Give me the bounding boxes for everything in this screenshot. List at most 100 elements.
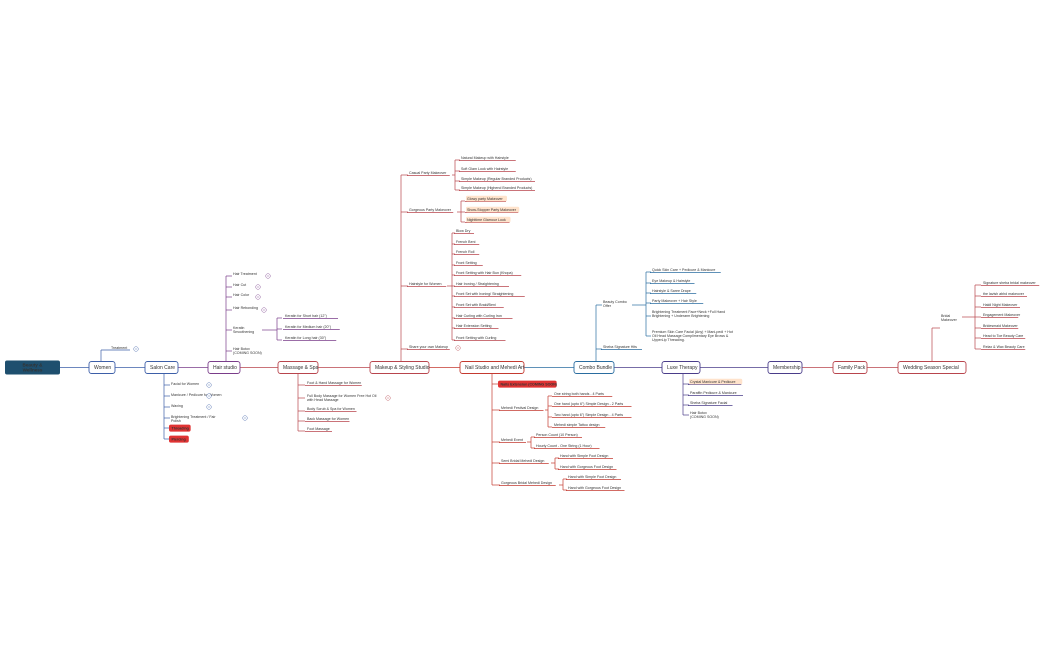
makeup-group-2[interactable]: Hairstyle for Women <box>409 282 442 286</box>
hairstyle-item-9[interactable]: Hair Extension Setting <box>456 324 492 328</box>
keratin-item-0[interactable]: Keratin for Short hair (12") <box>285 314 327 318</box>
festival-item-3[interactable]: Mehedi simple Tattoo design <box>554 423 599 427</box>
expand-icon[interactable] <box>206 382 212 388</box>
salon-item-4[interactable]: Threading <box>169 424 191 432</box>
bridal-item-3-label: Engagement Makeover <box>983 313 1021 317</box>
combo-group-1[interactable]: Sheba Signature Hits <box>603 345 637 349</box>
bridal-item-0[interactable]: Signature sheba bridal makeover <box>983 281 1037 285</box>
expand-icon[interactable] <box>255 284 261 290</box>
node-membership[interactable]: Membership <box>767 361 803 374</box>
bridal-item-3[interactable]: Engagement Makeover <box>983 313 1021 317</box>
node-salon[interactable]: Salon Care <box>144 361 179 374</box>
combo-item-1[interactable]: Eye Makeup & Hairstyle <box>652 279 690 283</box>
hairstyle-item-10-label: Front Setting with Curling <box>456 336 496 340</box>
nail-group-1[interactable]: Mehedi Event <box>501 438 523 442</box>
spa-item-0-label: Foot & Hand Massage for Women <box>307 381 361 385</box>
gorgeous-item-1[interactable]: Show-Stopper Party Makeover <box>466 206 520 213</box>
festival-item-2[interactable]: Two hand (upto 6") Simple Design - 4 Par… <box>554 413 623 417</box>
expand-icon[interactable] <box>385 395 391 401</box>
hairstyle-item-2[interactable]: French Roll <box>456 250 475 254</box>
node-women[interactable]: Women <box>88 361 116 374</box>
casual-item-0[interactable]: Natural Makeup with Hairstyle <box>461 156 509 160</box>
keratin-item-2[interactable]: Keratin for Long hair (30") <box>285 336 326 340</box>
event-item-1[interactable]: Hourly Count - One String (1 Hour) <box>536 444 592 448</box>
spa-item-2[interactable]: Body Scrub & Spa for Women <box>307 407 355 411</box>
hairstyle-item-0[interactable]: Blow Dry <box>456 229 471 233</box>
luxe-item-0[interactable]: Crystal Manicure & Pedicure <box>689 378 743 385</box>
bridal-item-6[interactable]: Relax & Wax Beauty Care <box>983 345 1025 349</box>
bridal-item-2[interactable]: Haldi Night Makeover <box>983 303 1018 307</box>
keratin-item-2-label: Keratin for Long hair (30") <box>285 336 326 340</box>
gorgeous-item-2[interactable]: Nighttime Glamour Look <box>466 216 511 223</box>
bridal-item-5-label: Head to Toe Beauty Care <box>983 334 1023 338</box>
hairstyle-item-7[interactable]: Front Set with Braid/Beni <box>456 303 496 307</box>
node-luxe[interactable]: Luxe Therapy <box>661 361 701 374</box>
root-node[interactable]: Beauty &Wellness <box>5 360 60 375</box>
hairstyle-item-3[interactable]: Front Setting <box>456 261 477 265</box>
node-makeup[interactable]: Makeup & Styling Studio <box>369 361 430 374</box>
hairstyle-item-5[interactable]: Hair Ironing / Straightening <box>456 282 499 286</box>
makeup-group-1[interactable]: Gorgeous Party Makeover <box>409 208 452 212</box>
nail-group-0[interactable]: Mehedi Festival Design <box>501 406 538 410</box>
semi-item-1[interactable]: Hand with Gorgeous Foot Design <box>560 465 613 469</box>
casual-item-3[interactable]: Simple Makeup (Highend Branded Products) <box>461 186 532 190</box>
festival-item-1[interactable]: One hand (upto 6") Simple Design - 2 Par… <box>554 402 623 406</box>
hairstyle-item-10[interactable]: Front Setting with Curling <box>456 336 496 340</box>
node-membership-label: Membership <box>773 365 801 371</box>
luxe-item-2[interactable]: Sheba Signature Facial <box>690 401 728 405</box>
expand-icon[interactable] <box>133 346 139 352</box>
node-hair-studio[interactable]: Hair studio <box>207 361 241 374</box>
node-massage[interactable]: Massage & Spa <box>277 361 319 374</box>
expand-icon[interactable] <box>206 404 212 410</box>
festival-item-3-label: Mehedi simple Tattoo design <box>554 423 599 427</box>
makeup-group-3[interactable]: Share your own Makeup <box>409 345 448 349</box>
expand-icon[interactable] <box>242 415 248 421</box>
nail-group-3[interactable]: Gorgeous Bridal Mehedi Design <box>501 481 552 485</box>
salon-item-1-label: Manicure / Pedicure for Women <box>171 393 221 397</box>
bridal-item-5[interactable]: Head to Toe Beauty Care <box>983 334 1023 338</box>
event-item-0[interactable]: Person Count (10 Person) <box>536 433 578 437</box>
hair-item-1-label: Hair Cut <box>233 283 246 287</box>
expand-icon[interactable] <box>255 294 261 300</box>
expand-icon[interactable] <box>265 273 271 279</box>
expand-icon[interactable] <box>206 393 212 399</box>
node-nail[interactable]: Nail Studio and Mehedi Art <box>459 361 525 374</box>
node-makeup-label: Makeup & Styling Studio <box>375 365 430 371</box>
nail-badge[interactable]: Nails Extension (COMING SOON) <box>498 380 558 388</box>
bridal-mehedi-item-1[interactable]: Hand with Gorgeous Foot Design <box>568 486 621 490</box>
bridal-item-4[interactable]: Bridesmaid Makeover <box>983 324 1019 328</box>
hairstyle-item-8[interactable]: Hair Curling with Curling Iron <box>456 314 502 318</box>
hairstyle-item-1[interactable]: French Beni <box>456 240 476 244</box>
combo-item-3[interactable]: Party Makeover + Hair Style <box>652 299 697 303</box>
spa-item-0[interactable]: Foot & Hand Massage for Women <box>307 381 361 385</box>
combo-item-2-label: Hairstyle & Saree Drape <box>652 289 691 293</box>
bridal-item-1[interactable]: the lavish abhd makeover <box>983 292 1025 296</box>
node-wedding[interactable]: Wedding Season Special <box>897 361 967 374</box>
spa-item-4[interactable]: Foot Massage <box>307 427 330 431</box>
nail-group-2[interactable]: Semi Bridal Mehedi Design <box>501 459 544 463</box>
expand-icon[interactable] <box>455 345 461 351</box>
semi-item-0[interactable]: Hand with Simple Foot Design <box>560 454 608 458</box>
combo-item-2[interactable]: Hairstyle & Saree Drape <box>652 289 691 293</box>
nail-group-0-label: Mehedi Festival Design <box>501 406 538 410</box>
node-combo[interactable]: Combo Bundle <box>573 361 615 374</box>
hairstyle-item-4[interactable]: Front Setting with Hair Bun (Khopa) <box>456 271 513 275</box>
gorgeous-item-0[interactable]: Glowy party Makeover <box>466 195 507 202</box>
spa-item-2-label: Body Scrub & Spa for Women <box>307 407 355 411</box>
bridal-mehedi-item-0[interactable]: Hand with Simple Foot Design <box>568 475 616 479</box>
gorgeous-item-0-label: Glowy party Makeover <box>467 197 504 201</box>
spa-item-3[interactable]: Back Massage for Women <box>307 417 349 421</box>
node-family[interactable]: Family Pack <box>832 361 868 374</box>
luxe-item-1[interactable]: Paraffin Pedicure & Manicure <box>690 391 737 395</box>
combo-item-0[interactable]: Quick Skin Care + Pedicure & Manicure <box>652 268 715 272</box>
makeup-group-0[interactable]: Casual Party Makeover <box>409 171 447 175</box>
expand-icon[interactable] <box>261 307 267 313</box>
casual-item-2[interactable]: Simple Makeup (Regular Branded Products) <box>461 177 532 181</box>
hairstyle-item-6[interactable]: Front Set with Ironing/ Straightening <box>456 292 513 296</box>
casual-item-1[interactable]: Soft Glam Look with Hairstyle <box>461 167 508 171</box>
nail-badge-bg <box>498 380 557 388</box>
hairstyle-item-8-label: Hair Curling with Curling Iron <box>456 314 502 318</box>
festival-item-0[interactable]: One string both hands - 4 Parts <box>554 392 604 396</box>
keratin-item-1[interactable]: Keratin for Medium hair (20") <box>285 325 331 329</box>
salon-item-5[interactable]: Piercing <box>169 435 189 443</box>
